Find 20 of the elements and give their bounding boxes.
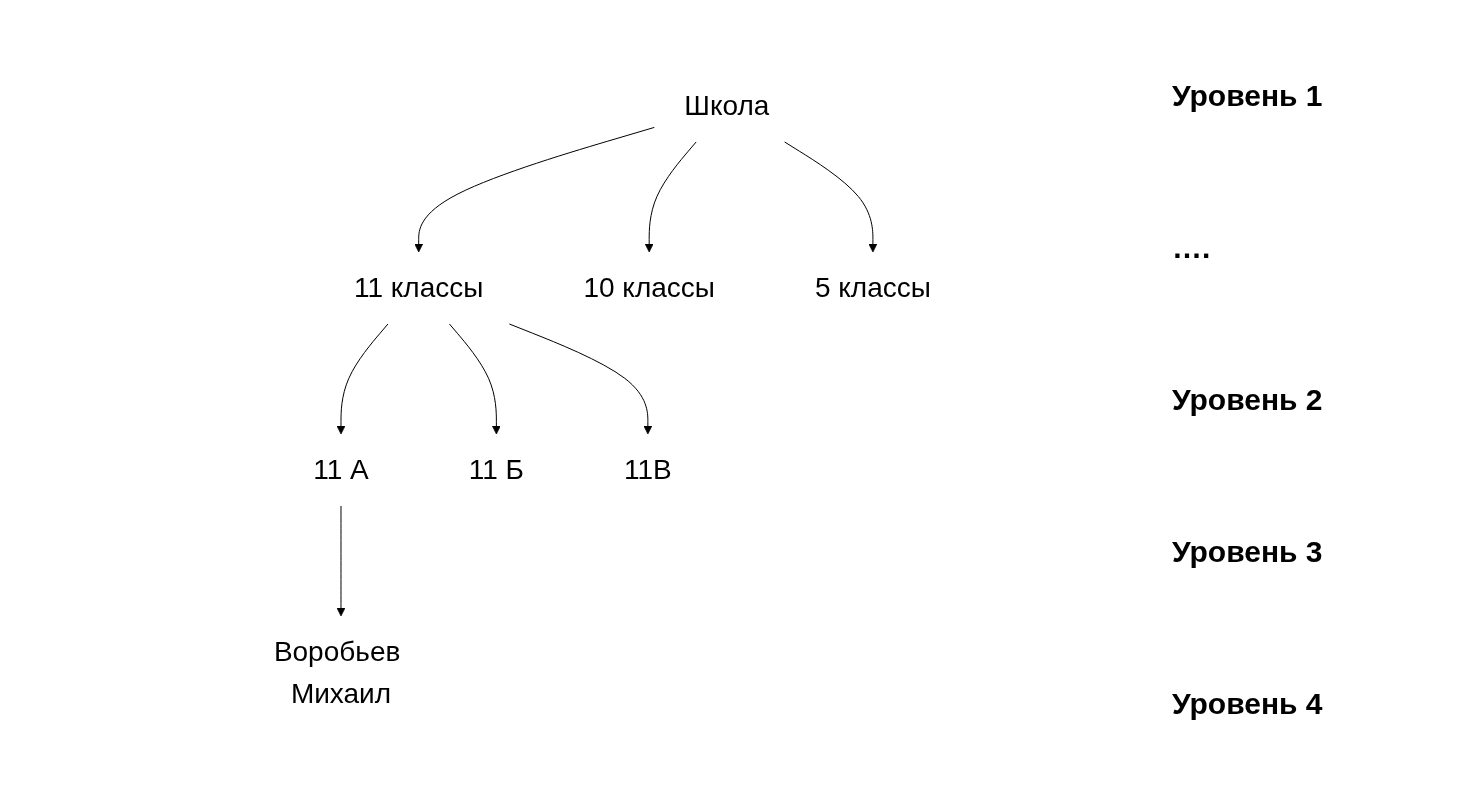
node-text: Школа [684, 90, 770, 121]
node-text: 5 классы [814, 272, 931, 303]
arrow [336, 505, 346, 617]
node-text: 11В [624, 453, 672, 485]
level-label: Уровень 2 [1172, 383, 1324, 417]
node-text: 10 классы [583, 272, 715, 303]
node-text: 11 Б [468, 453, 525, 485]
arrow [414, 126, 655, 253]
arrow [336, 323, 389, 435]
arrow [448, 323, 501, 435]
arrow [784, 141, 878, 253]
arrow [644, 141, 697, 253]
node-text: Воробьев Михаил [273, 635, 401, 709]
level-label: …. [1172, 231, 1212, 265]
level-label: Уровень 1 [1172, 79, 1324, 113]
node-text: 11 классы [354, 272, 484, 303]
arrow [508, 323, 653, 435]
level-label: Уровень 4 [1172, 687, 1324, 721]
level-label: Уровень 3 [1172, 535, 1324, 569]
node-text: 11 А [313, 453, 369, 485]
